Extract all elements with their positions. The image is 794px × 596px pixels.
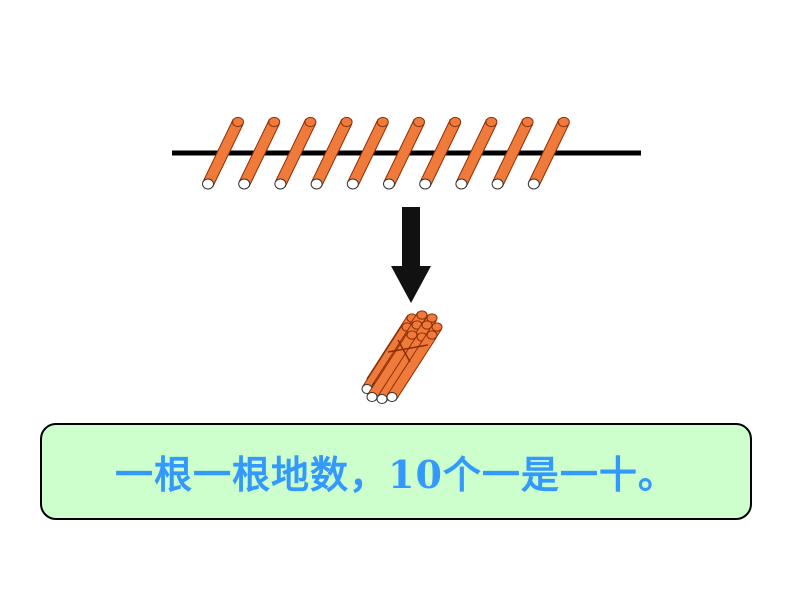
stick-bundle-icon: [361, 310, 443, 405]
counting-stick-icon: [383, 116, 425, 190]
down-arrow-icon: [391, 207, 431, 303]
counting-stick-icon: [274, 116, 317, 190]
caption-text: 一根一根地数，10个一是一十。: [115, 452, 677, 497]
counting-stick-icon: [419, 116, 462, 190]
counting-stick-icon: [491, 116, 534, 190]
counting-stick-icon: [310, 116, 353, 190]
caption-box: 一根一根地数，10个一是一十。: [40, 423, 752, 520]
counting-stick-icon: [238, 116, 281, 190]
counting-stick-icon: [455, 116, 498, 190]
single-sticks-row: [202, 116, 570, 190]
counting-stick-icon: [346, 116, 389, 190]
bundled-stick: [386, 330, 438, 403]
counting-stick-icon: [527, 116, 570, 190]
counting-stick-icon: [202, 116, 244, 190]
